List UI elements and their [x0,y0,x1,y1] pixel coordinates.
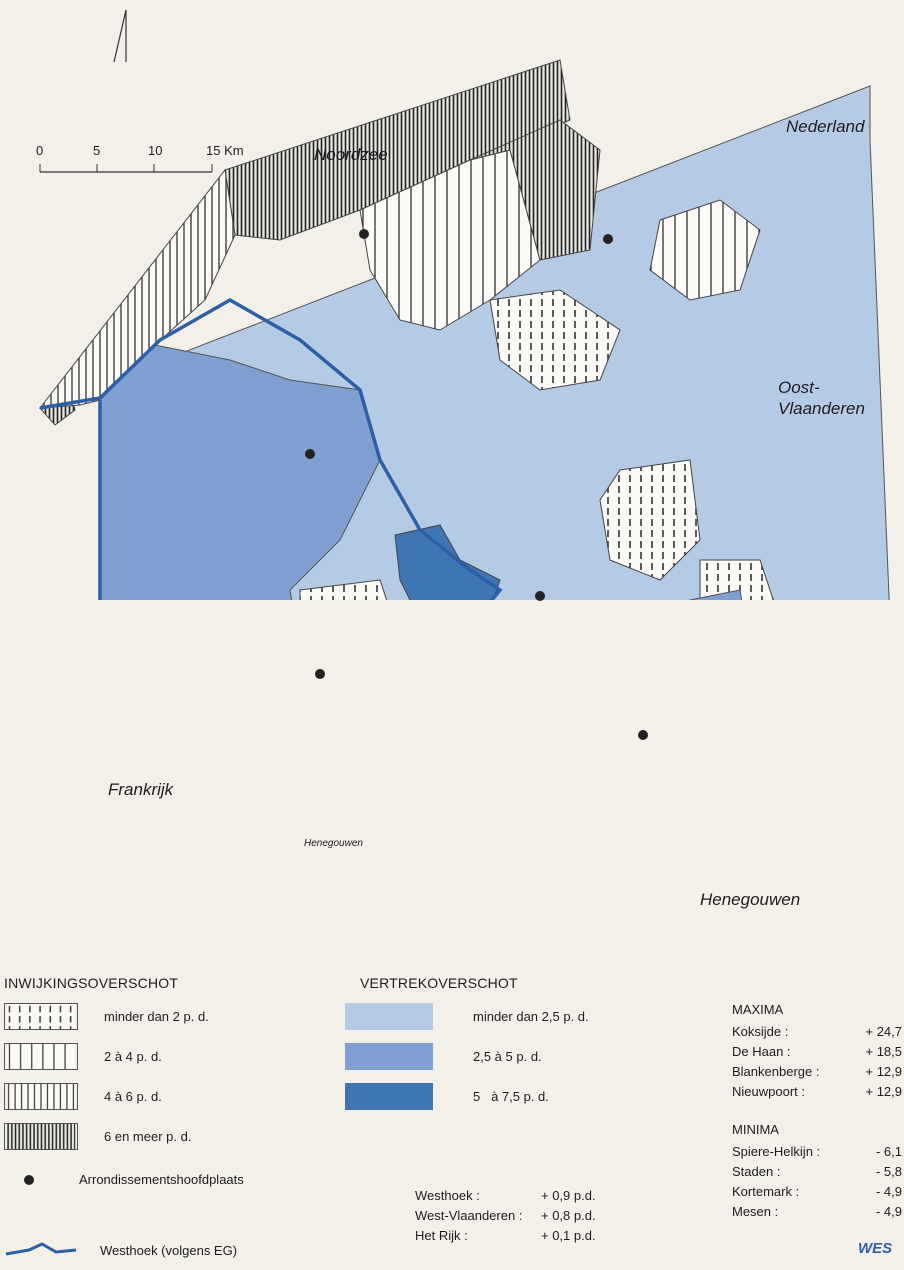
minima-row: Staden : - 5,8 [732,1164,902,1179]
stat-name: West-Vlaanderen : [415,1208,523,1223]
legend-label: minder dan 2 p. d. [104,1009,209,1024]
westhoek-line-icon [5,1242,77,1256]
stat-value: + 0,9 p.d. [541,1188,596,1203]
swatch-mid-icon [345,1043,433,1070]
minima-title: MINIMA [732,1122,779,1137]
legend-label: 2 à 4 p. d. [104,1049,162,1064]
region-mid-east [689,589,743,600]
maxima-row: Koksijde : + 24,7 [732,1024,902,1039]
scale-tick-label: 15 Km [206,143,244,158]
stat-name: Het Rijk : [415,1228,468,1243]
swatch-light-icon [345,1003,433,1030]
region-lt2-east2 [699,559,774,600]
legend-item: Arrondissementshoofdplaats [24,1172,244,1187]
region-lt2-west [299,579,388,600]
region-coast-4to6 [38,168,236,409]
place-name: Blankenberge : [732,1064,820,1079]
label-henegouwen-small: Henegouwen [304,838,363,849]
label-frankrijk: Frankrijk [108,780,174,799]
legend-item: 4 à 6 p. d. [4,1083,162,1110]
place-value: + 12,9 [865,1084,902,1099]
migration-map [0,0,904,600]
place-value: + 24,7 [865,1024,902,1039]
legend-label: 4 à 6 p. d. [104,1089,162,1104]
westhoek-border [39,297,503,600]
stat-name: Westhoek : [415,1188,480,1203]
stat-row: Westhoek : + 0,9 p.d. [415,1188,596,1203]
scale-tick-label: 5 [93,143,101,158]
place-name: Koksijde : [732,1024,789,1039]
place-name: Kortemark : [732,1184,800,1199]
maxima-row: Blankenberge : + 12,9 [732,1064,902,1079]
region-lt2-east [599,459,701,581]
place-value: - 5,8 [875,1164,902,1179]
label-oost-vlaanderen-1: Oost- [778,378,820,397]
swatch-2to4-icon [4,1043,78,1070]
legend-item: 2 à 4 p. d. [4,1043,162,1070]
legend-inwijking-title: INWIJKINGSOVERSCHOT [4,975,179,991]
region-lt2-centre [489,289,621,391]
legend-label: minder dan 2,5 p. d. [473,1009,589,1024]
minima-row: Kortemark : - 4,9 [732,1184,902,1199]
label-henegouwen: Henegouwen [700,890,801,909]
place-value: + 18,5 [865,1044,902,1059]
swatch-lt2-icon [4,1003,78,1030]
place-name: De Haan : [732,1044,791,1059]
maxima-row: Nieuwpoort : + 12,9 [732,1084,902,1099]
arrondissement-dot [315,669,325,679]
arrondissement-dot [359,229,369,239]
stat-row: West-Vlaanderen : + 0,8 p.d. [415,1208,596,1223]
place-value: - 6,1 [875,1144,902,1159]
place-name: Nieuwpoort : [732,1084,805,1099]
label-oost-vlaanderen-2: Vlaanderen [778,399,865,418]
scale-bar [39,164,213,173]
stat-value: + 0,8 p.d. [541,1208,596,1223]
region-2to4-east [649,199,761,301]
legend-label: 5 à 7,5 p. d. [473,1089,549,1104]
legend-label: Arrondissementshoofdplaats [79,1172,244,1187]
legend-item: Westhoek (volgens EG) [4,1240,237,1260]
place-value: - 4,9 [875,1184,902,1199]
stat-value: + 0,1 p.d. [541,1228,596,1243]
region-mid-west [99,344,381,600]
legend-item: minder dan 2 p. d. [4,1003,209,1030]
place-value: + 12,9 [865,1064,902,1079]
place-name: Spiere-Helkijn : [732,1144,821,1159]
legend-item: minder dan 2,5 p. d. [345,1003,589,1030]
label-noordzee: Noordzee [314,145,388,164]
north-arrow-icon [113,9,127,63]
arrondissement-dot [535,591,545,601]
legend-item: 5 à 7,5 p. d. [345,1083,549,1110]
swatch-6plus-icon [4,1123,78,1150]
swatch-dark-icon [345,1083,433,1110]
region-6plus-ne [469,119,601,261]
place-name: Staden : [732,1164,781,1179]
minima-row: Mesen : - 4,9 [732,1204,902,1219]
arrondissement-dot [638,730,648,740]
legend-item: 6 en meer p. d. [4,1123,191,1150]
arrondissement-dot [305,449,315,459]
stat-row: Het Rijk : + 0,1 p.d. [415,1228,596,1243]
place-name: Mesen : [732,1204,779,1219]
legend-label: Westhoek (volgens EG) [100,1242,238,1258]
wes-logo: WES [858,1240,893,1257]
label-nederland: Nederland [786,117,865,136]
maxima-row: De Haan : + 18,5 [732,1044,902,1059]
legend-label: 6 en meer p. d. [104,1129,192,1144]
place-value: - 4,9 [875,1204,902,1219]
legend-label: 2,5 à 5 p. d. [473,1049,542,1064]
swatch-4to6-icon [4,1083,78,1110]
minima-row: Spiere-Helkijn : - 6,1 [732,1144,902,1159]
region-dark-centre [394,524,501,600]
arrondissement-dot-icon [24,1174,34,1185]
scale-tick-label: 0 [36,143,44,158]
arrondissement-dot [603,234,613,244]
scale-tick-label: 10 [148,143,163,158]
maxima-title: MAXIMA [732,1002,784,1017]
legend-item: 2,5 à 5 p. d. [345,1043,542,1070]
legend-vertrek-title: VERTREKOVERSCHOT [360,975,518,991]
